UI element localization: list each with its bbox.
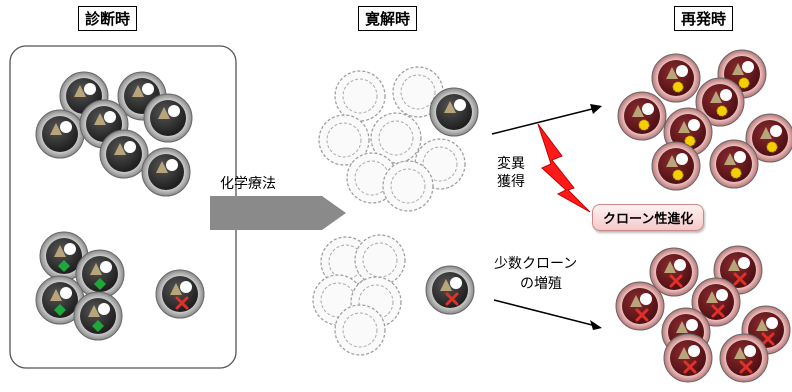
relapse-cell [651,141,701,191]
minor-clone-label-line2: の増殖 [520,276,562,292]
expansion-arrow [493,299,597,327]
relapse-cell [745,113,792,163]
mutation-arrowhead [590,104,602,114]
leukemia-cell [155,269,205,319]
leukemia-cell [73,291,123,341]
relapse-cell [663,333,713,383]
relapse-cell [695,77,745,127]
red-x-marker-icon [175,296,189,310]
stage-label-relapse: 再発時 [674,6,734,31]
yellow-marker-icon [738,77,750,89]
mutation-lightning-icon [537,123,591,213]
relapse-cell [741,305,791,355]
clonal-evolution-badge: クローン性進化 [592,204,705,231]
yellow-marker-icon [766,141,778,153]
yellow-marker-icon [716,105,728,117]
leukemia-cell [143,93,193,143]
expansion-arrowhead [590,320,602,330]
leukemia-cell [99,129,149,179]
red-x-marker-icon [711,304,725,318]
yellow-marker-icon [672,169,684,181]
relapse-cell [617,91,667,141]
green-marker-icon [58,260,70,272]
leukemia-cell [425,265,475,315]
relapse-cell [651,53,701,103]
red-x-marker-icon [445,292,459,306]
green-marker-icon [94,278,106,290]
relapse-cell [709,139,759,189]
mutation-label-line1: 変異 [497,156,525,172]
yellow-marker-icon [638,119,650,131]
ghost-cell [334,70,386,122]
stage-label-diagnosis: 診断時 [78,6,138,31]
leukemia-cell [429,87,479,137]
leukemia-cell [35,275,85,325]
ghost-cell [334,304,386,356]
chemotherapy-arrow [210,196,346,230]
red-x-marker-icon [635,308,649,322]
relapse-cell [719,333,769,383]
mutation-label-line2: 獲得 [497,174,525,190]
mutation-arrow [491,107,597,135]
leukemia-cell [141,147,191,197]
relapse-cell [649,247,699,297]
minor-clone-label-line1: 少数クローン [494,256,578,272]
yellow-marker-icon [730,167,742,179]
leukemia-cell [75,249,125,299]
red-x-marker-icon [761,332,775,346]
relapse-cell [615,281,665,331]
ghost-cell [370,112,422,164]
red-x-marker-icon [669,274,683,288]
leukemia-cell [35,109,85,159]
stage-label-remission: 寛解時 [358,6,418,31]
chemotherapy-label: 化学療法 [220,176,276,192]
red-x-marker-icon [733,272,747,286]
relapse-cell [691,277,741,327]
green-marker-icon [92,320,104,332]
red-x-marker-icon [683,360,697,374]
yellow-marker-icon [672,81,684,93]
red-x-marker-icon [739,360,753,374]
ghost-cell [318,114,370,166]
green-marker-icon [54,304,66,316]
ghost-cell [382,160,434,212]
